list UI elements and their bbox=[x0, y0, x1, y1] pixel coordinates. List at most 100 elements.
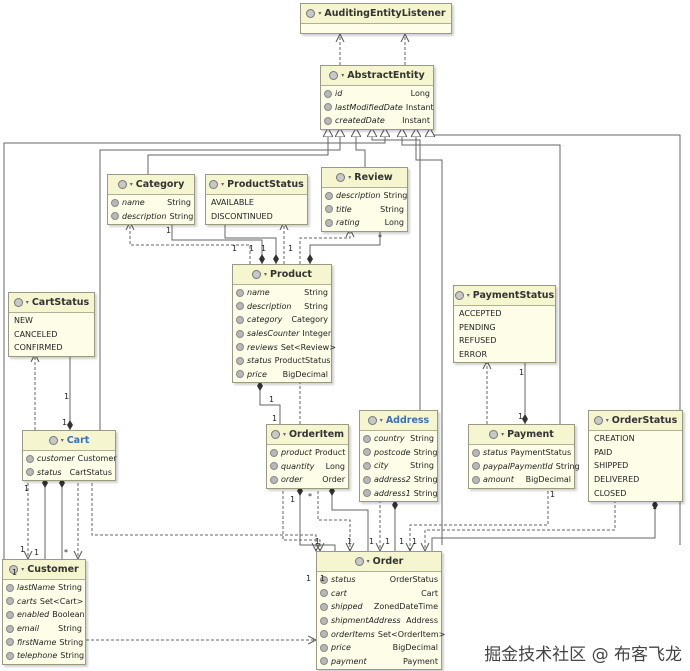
field-icon bbox=[26, 468, 34, 477]
multiplicity-label: 1 bbox=[290, 495, 296, 504]
multiplicity-label: 1 bbox=[232, 244, 238, 253]
collapse-toggle-icon[interactable]: ▾ bbox=[264, 271, 268, 278]
field-type: String bbox=[304, 301, 328, 311]
multiplicity-label: 1 bbox=[24, 484, 30, 493]
collapse-toggle-icon[interactable]: ▾ bbox=[60, 437, 64, 444]
multiplicity-label: 1 bbox=[288, 244, 294, 253]
field-name: shipped bbox=[331, 602, 363, 612]
field-icon bbox=[363, 475, 371, 484]
collapse-toggle-icon[interactable]: ▾ bbox=[348, 174, 352, 181]
collapse-toggle-icon[interactable]: ▾ bbox=[341, 72, 345, 79]
entity-auditingentitylistener[interactable]: ▾AuditingEntityListener bbox=[300, 3, 452, 34]
field-type: String bbox=[383, 191, 408, 201]
relation-line bbox=[91, 478, 316, 551]
enum-icon bbox=[593, 416, 603, 425]
field-icon bbox=[320, 643, 328, 652]
field-type: Instant bbox=[402, 116, 430, 126]
field-type: String bbox=[60, 651, 85, 661]
entity-header: ▾OrderStatus bbox=[589, 411, 682, 431]
entity-name: CartStatus bbox=[31, 297, 90, 308]
field-icon bbox=[320, 657, 328, 666]
collapse-toggle-icon[interactable]: ▾ bbox=[366, 558, 370, 565]
field-type: String bbox=[169, 211, 194, 221]
relation-line bbox=[425, 500, 616, 551]
field-type: Category bbox=[291, 315, 328, 325]
field-type: Set<Review> bbox=[280, 342, 336, 352]
multiplicity-label: * bbox=[308, 492, 312, 501]
entity-name: PaymentStatus bbox=[472, 290, 555, 301]
collapse-toggle-icon[interactable]: ▾ bbox=[129, 181, 133, 188]
field-type: String bbox=[304, 288, 328, 298]
multiplicity-label: * bbox=[64, 548, 68, 557]
entity-name: AbstractEntity bbox=[347, 70, 425, 81]
field-icon bbox=[320, 575, 328, 584]
relation-line bbox=[431, 500, 658, 551]
field-name: price bbox=[247, 369, 267, 379]
collapse-toggle-icon[interactable]: ▾ bbox=[379, 417, 383, 424]
field-name: orderItems bbox=[331, 629, 375, 639]
entity-name: OrderStatus bbox=[611, 415, 678, 426]
collapse-toggle-icon[interactable]: ▾ bbox=[25, 299, 29, 306]
field-name: description bbox=[336, 191, 381, 201]
field-icon bbox=[363, 434, 371, 443]
collapse-toggle-icon[interactable]: ▾ bbox=[605, 417, 609, 424]
field-icon bbox=[325, 205, 333, 214]
field-icon bbox=[325, 218, 333, 227]
field-name: telephone bbox=[17, 651, 58, 661]
enum-constant-name: CLOSED bbox=[594, 488, 627, 498]
collapse-toggle-icon[interactable]: ▾ bbox=[282, 431, 286, 438]
field-type: String bbox=[59, 637, 84, 647]
enum-constant-name: SHIPPED bbox=[594, 461, 629, 471]
field-type: BigDecimal bbox=[525, 475, 571, 485]
field-type: String bbox=[413, 447, 438, 457]
entity-name: Address bbox=[385, 415, 430, 426]
field-type: Payment bbox=[402, 656, 438, 666]
field-icon bbox=[363, 489, 371, 498]
enum-constant: ACCEPTED bbox=[457, 307, 552, 321]
collapse-toggle-icon[interactable]: ▾ bbox=[501, 431, 505, 438]
field-type: Order bbox=[322, 475, 345, 485]
collapse-toggle-icon[interactable]: ▾ bbox=[221, 181, 225, 188]
collapse-toggle-icon[interactable]: ▾ bbox=[318, 10, 322, 17]
multiplicity-label: 1 bbox=[412, 537, 418, 546]
entity-header: ▾PaymentStatus bbox=[454, 286, 555, 306]
field-name: lastName bbox=[17, 583, 56, 593]
field-type: Instant bbox=[405, 102, 434, 112]
multiplicity-label: 1 bbox=[306, 574, 312, 583]
field-type: String bbox=[555, 461, 580, 471]
collapse-toggle-icon[interactable]: ▾ bbox=[466, 292, 470, 299]
collapse-toggle-icon[interactable]: ▾ bbox=[21, 566, 25, 573]
field-type: Long bbox=[325, 461, 345, 471]
entity-header: ▾Payment bbox=[469, 425, 574, 445]
field-icon bbox=[6, 610, 14, 619]
multiplicity-label: * bbox=[378, 233, 382, 242]
entity-name: Order bbox=[372, 556, 404, 567]
field-name: status bbox=[483, 448, 508, 458]
enum-constant: DISCONTINUED bbox=[209, 210, 304, 224]
enum-constant-name: PENDING bbox=[459, 322, 496, 332]
entity-header: ▾AbstractEntity bbox=[321, 66, 433, 86]
